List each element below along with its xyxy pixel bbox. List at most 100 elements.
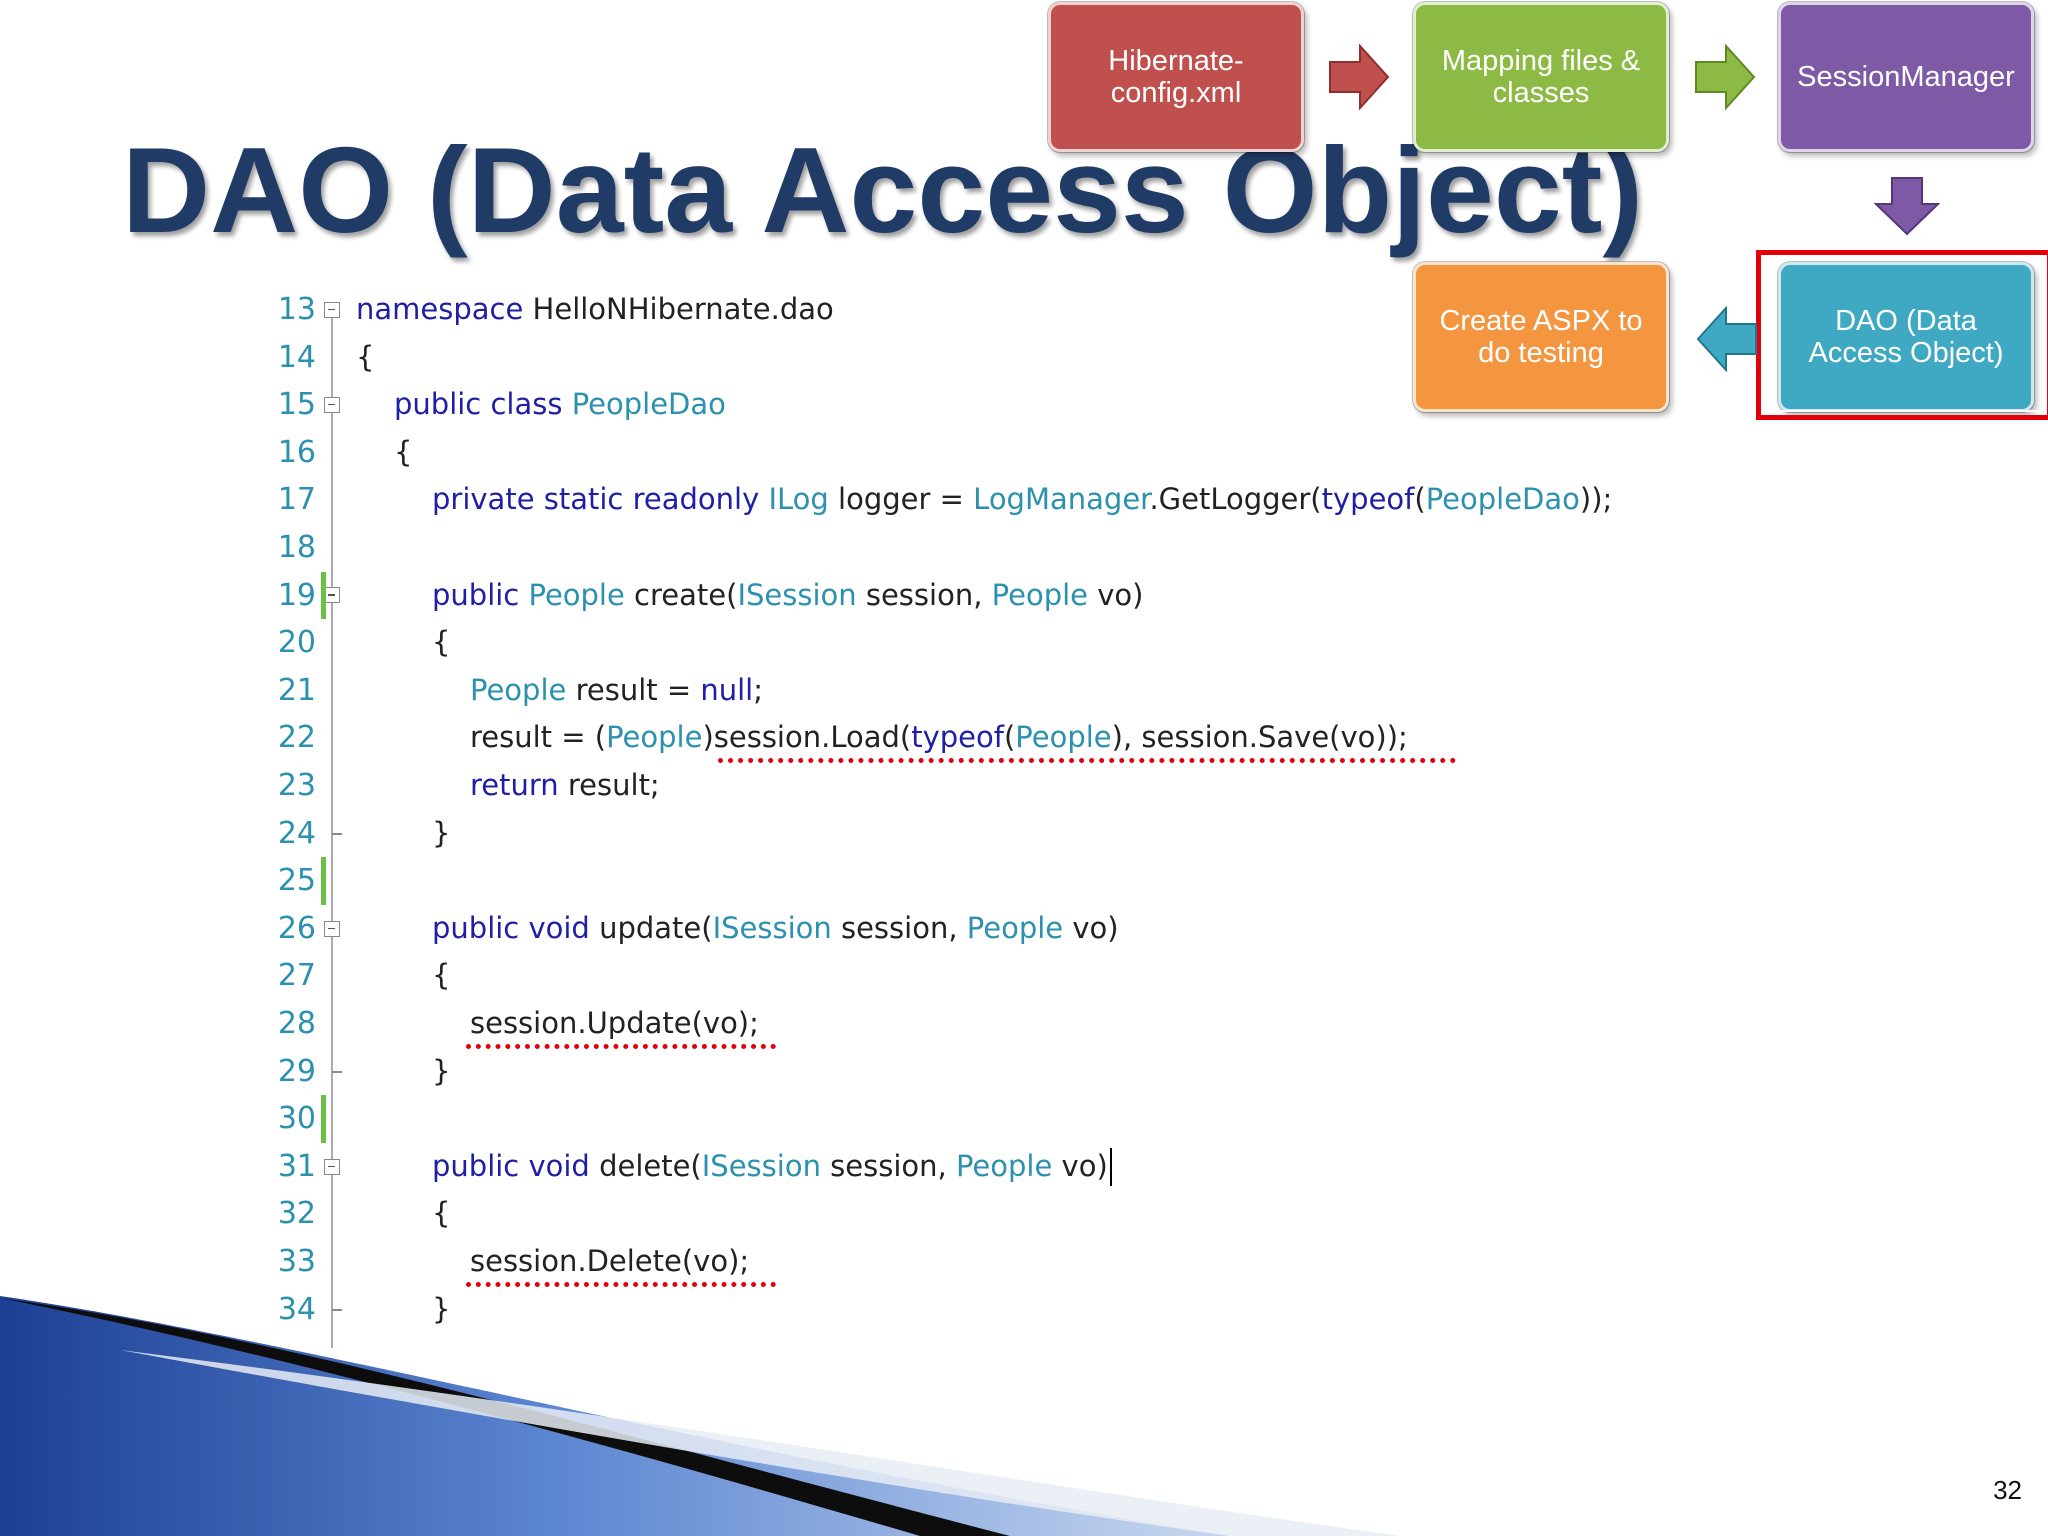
flow-step-label: Mapping files & classes: [1441, 45, 1641, 109]
line-number: 27: [277, 958, 316, 994]
code-token: {: [432, 1196, 451, 1231]
code-token: typeof: [1321, 482, 1415, 517]
code-text: private static readonly ILog logger = Lo…: [432, 476, 1612, 524]
code-token: {: [394, 434, 413, 469]
flow-step-label: Hibernate- config.xml: [1108, 45, 1244, 109]
line-number: 32: [277, 1196, 316, 1232]
line-number: 26: [277, 910, 316, 946]
code-line: 20 {: [176, 619, 1696, 667]
flow-step-label: SessionManager: [1797, 61, 2015, 93]
collapse-icon[interactable]: [324, 920, 340, 937]
line-number: 34: [277, 1291, 316, 1327]
code-token: ));: [1579, 482, 1613, 517]
code-token: vo): [1052, 1148, 1108, 1183]
line-number: 31: [277, 1148, 316, 1184]
code-line: 34}: [176, 1286, 1696, 1334]
collapse-icon[interactable]: [324, 301, 340, 318]
code-token: HelloNHibernate.dao: [532, 292, 834, 326]
line-number: 30: [277, 1101, 316, 1137]
fold-guide: [331, 308, 333, 1348]
code-token: ), session.Save(vo));: [1111, 720, 1408, 755]
line-number: 21: [277, 672, 316, 708]
code-token: }: [432, 1291, 451, 1326]
code-text: public void delete(ISession session, Peo…: [432, 1143, 1108, 1191]
change-indicator: [321, 857, 326, 905]
code-text: {: [356, 334, 374, 382]
code-token: ISession: [737, 577, 857, 612]
code-token: typeof: [911, 720, 1004, 755]
code-token: (: [1003, 720, 1016, 755]
code-token: public void: [432, 910, 600, 945]
code-token: session.Update(vo);: [470, 1006, 759, 1040]
collapse-icon[interactable]: [324, 396, 340, 413]
code-token: People: [955, 1148, 1053, 1183]
code-line: 30: [176, 1095, 1696, 1143]
line-number: 24: [277, 815, 316, 851]
code-token: {: [356, 339, 375, 374]
code-token: session,: [820, 1148, 956, 1183]
page-number: 32: [1993, 1475, 2022, 1505]
code-line: 32 {: [176, 1190, 1696, 1238]
code-token: result =: [566, 672, 701, 707]
code-line: 23 return result;: [176, 762, 1696, 810]
code-token: ILog: [768, 482, 829, 517]
code-text: {: [432, 619, 450, 667]
fold-end-marker: [332, 1309, 342, 1311]
arrow-down-icon: [1874, 177, 1940, 236]
code-line: 24}: [176, 810, 1696, 858]
flow-step-create-aspx: Create ASPX to do testing: [1413, 262, 1669, 412]
code-token: public void: [432, 1148, 600, 1183]
code-token: People: [528, 577, 625, 612]
code-token: public class: [394, 387, 572, 422]
code-token: People: [470, 672, 567, 707]
flow-step-dao: DAO (Data Access Object): [1778, 262, 2034, 412]
code-line: 21 People result = null;: [176, 667, 1696, 715]
code-text: public class PeopleDao: [394, 381, 726, 429]
line-number: 29: [277, 1053, 316, 1089]
line-number: 19: [277, 577, 316, 613]
code-line: 27{: [176, 952, 1696, 1000]
change-indicator: [321, 1095, 326, 1143]
code-line: 25: [176, 857, 1696, 905]
code-token: ISession: [701, 1148, 821, 1183]
code-line: 18: [176, 524, 1696, 572]
code-text: }: [432, 1286, 450, 1334]
code-token: )session.Load(: [702, 720, 912, 755]
code-text: {: [394, 429, 412, 477]
code-token: update(: [599, 910, 713, 945]
current-step-highlight: [1756, 250, 2048, 420]
code-token: }: [432, 815, 451, 850]
slide-title: DAO (Data Access Object): [122, 122, 1643, 258]
code-text: return result;: [470, 762, 660, 810]
code-token: (: [1414, 482, 1426, 517]
code-line: 14{: [176, 334, 1696, 382]
text-caret: [1109, 1147, 1112, 1186]
code-line: 31 public void delete(ISession session, P…: [176, 1143, 1696, 1191]
code-token: vo): [1088, 577, 1144, 612]
line-number: 28: [277, 1006, 316, 1041]
collapse-icon[interactable]: [324, 1158, 340, 1175]
line-number: 23: [277, 768, 316, 803]
code-text: {: [432, 1190, 450, 1238]
code-text: }: [432, 1048, 450, 1096]
collapse-icon[interactable]: [324, 587, 340, 604]
code-line: 16{: [176, 429, 1696, 477]
code-token: result = (: [470, 720, 607, 755]
fold-end-marker: [332, 833, 342, 835]
code-token: logger =: [828, 482, 974, 517]
code-text: People result = null;: [470, 667, 763, 715]
line-number: 33: [277, 1244, 316, 1279]
code-text: result = (People)session.Load(typeof(Peo…: [470, 714, 1408, 762]
code-token: .GetLogger(: [1149, 482, 1322, 517]
code-token: People: [1015, 720, 1112, 755]
line-number: 20: [277, 625, 316, 661]
flow-step-label: DAO (Data Access Object): [1808, 305, 2004, 369]
code-token: vo): [1063, 910, 1119, 945]
code-token: PeopleDao: [1425, 482, 1580, 517]
code-text: session.Update(vo);: [470, 1000, 759, 1048]
